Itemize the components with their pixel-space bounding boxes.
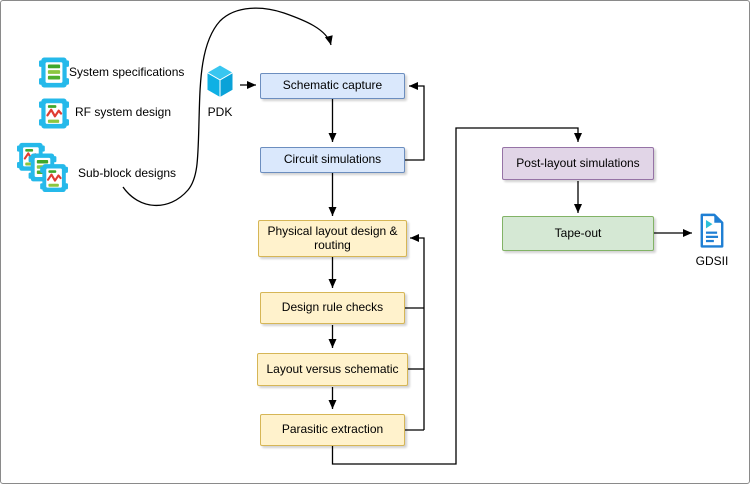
node-circuit-simulations: Circuit simulations xyxy=(260,147,405,173)
gdsii-document-icon xyxy=(700,213,724,248)
node-label: Parasitic extraction xyxy=(281,422,384,437)
node-layout-versus-schematic: Layout versus schematic xyxy=(257,353,408,386)
gdsii-label: GDSII xyxy=(695,254,729,268)
node-label: Schematic capture xyxy=(282,78,383,93)
node-label: Post-layout simulations xyxy=(516,155,640,170)
connector-parasitic-to-postlayout xyxy=(331,127,582,465)
connector-subblocks-to-schematic xyxy=(122,7,333,207)
node-label: Circuit simulations xyxy=(283,152,382,167)
rf-system-design-label: RF system design xyxy=(75,105,172,119)
node-tape-out: Tape-out xyxy=(502,216,654,251)
node-schematic-capture: Schematic capture xyxy=(260,73,405,99)
node-label: Layout versus schematic xyxy=(266,361,399,376)
sub-block-designs-icon xyxy=(17,142,68,192)
node-label: Tape-out xyxy=(554,225,602,240)
node-parasitic-extraction: Parasitic extraction xyxy=(260,414,405,446)
pdk-label: PDK xyxy=(207,105,233,119)
connector-feedback-to-layout xyxy=(410,234,425,430)
sub-block-designs-label: Sub-block designs xyxy=(78,166,177,180)
connector-circuit-to-schematic-feedback xyxy=(405,82,425,161)
node-post-layout-simulations: Post-layout simulations xyxy=(502,147,654,180)
rf-system-design-icon xyxy=(39,98,69,129)
node-label: Physical layout design & routing xyxy=(267,223,398,252)
node-design-rule-checks: Design rule checks xyxy=(260,292,405,324)
node-label: Design rule checks xyxy=(281,300,384,315)
pdk-cube-icon xyxy=(205,64,235,99)
system-specifications-icon xyxy=(39,57,69,88)
node-physical-layout-design-routing: Physical layout design & routing xyxy=(258,220,407,257)
system-specifications-label: System specifications xyxy=(69,65,185,79)
